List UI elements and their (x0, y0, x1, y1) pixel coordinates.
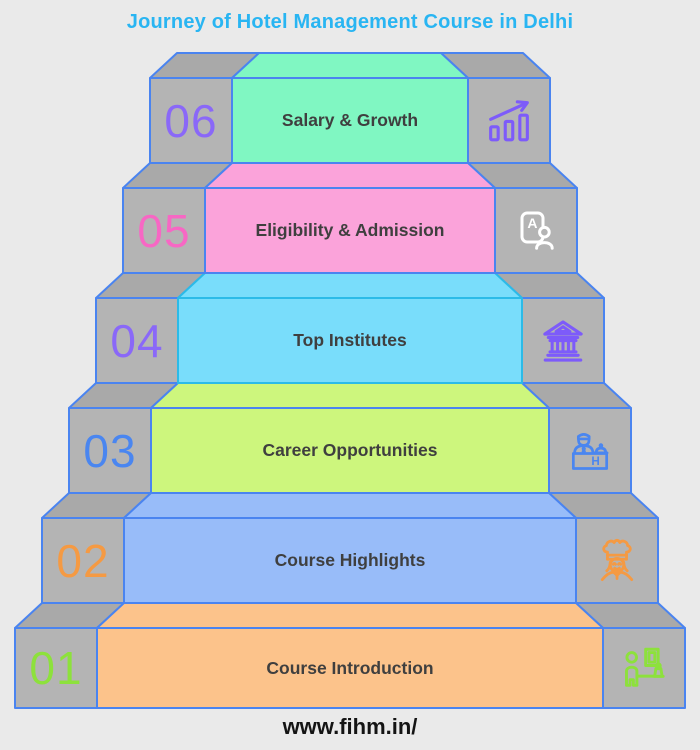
step-number: 05 (137, 204, 191, 257)
step-label: Salary & Growth (281, 110, 419, 130)
step-number: 01 (29, 642, 83, 694)
step-number-box: 03 (69, 408, 151, 493)
step-number: 04 (110, 314, 164, 367)
svg-text:A: A (527, 214, 537, 230)
institution-icon (522, 298, 604, 383)
step-number: 03 (83, 424, 137, 477)
step-label-box: Course Introduction (97, 628, 603, 708)
step-number-box: 02 (42, 518, 124, 603)
step-label: Eligibility & Admission (255, 220, 445, 240)
step-label-box: Career Opportunities (151, 408, 549, 493)
svg-text:H: H (591, 455, 599, 468)
step-04-top-institutes: 04 Top Institutes (96, 298, 604, 383)
step-01-course-introduction: 01 Course Introduction (15, 628, 685, 708)
id-card-person-icon: A (495, 188, 577, 273)
step-label: Top Institutes (293, 330, 407, 350)
step-number-box: 04 (96, 298, 178, 383)
footer-url: www.fihm.in/ (282, 714, 418, 739)
step-02-course-highlights: 02 Course Highlights (42, 518, 658, 603)
step-label-box: Eligibility & Admission (205, 188, 495, 273)
step-label: Course Introduction (266, 657, 434, 678)
step-number-box: 01 (15, 628, 97, 708)
step-label-box: Salary & Growth (232, 78, 468, 163)
training-icon (603, 628, 685, 708)
growth-chart-icon (468, 78, 550, 163)
step-number-box: 06 (150, 78, 232, 163)
step-label: Course Highlights (274, 550, 426, 570)
step-05-eligibility-admission: 05 Eligibility & Admission A (123, 188, 577, 273)
reception-desk-icon: H (549, 408, 631, 493)
chef-icon (576, 518, 658, 603)
step-number-box: 05 (123, 188, 205, 273)
step-number: 02 (56, 534, 110, 587)
step-number: 06 (164, 94, 218, 147)
step-03-career-opportunities: 03 Career Opportunities H (69, 408, 631, 493)
step-label-box: Top Institutes (178, 298, 522, 383)
page-title: Journey of Hotel Management Course in De… (126, 11, 574, 33)
step-06-salary-growth: 06 Salary & Growth (150, 78, 550, 163)
step-label-box: Course Highlights (124, 518, 576, 603)
step-label: Career Opportunities (262, 440, 438, 460)
